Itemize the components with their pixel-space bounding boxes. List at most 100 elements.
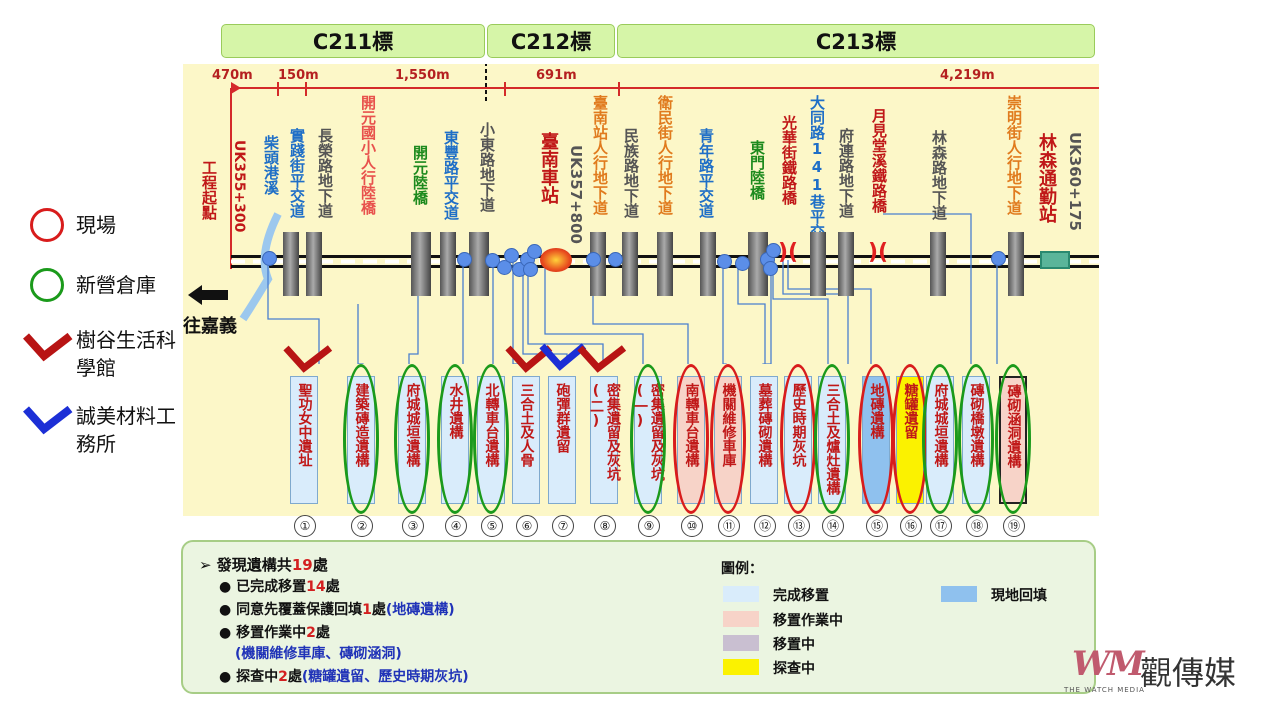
site-number: ① — [294, 515, 316, 537]
site-dot — [763, 261, 778, 276]
arrow-left-icon — [202, 290, 228, 300]
direction-label: 往嘉義 — [183, 316, 237, 337]
site-box[interactable]: 府城城垣遺構 — [926, 376, 954, 504]
site-box[interactable]: 北轉車台遺構 — [477, 376, 505, 504]
legend-swatch — [723, 635, 759, 651]
site-number: ⑪ — [718, 515, 740, 537]
legend-swatch — [723, 586, 759, 602]
site-number: ⑲ — [1003, 515, 1025, 537]
start-label: 工程起點 — [200, 160, 218, 220]
red-check-icon — [283, 345, 333, 373]
site-number: ⑫ — [754, 515, 776, 537]
site-number: ⑧ — [594, 515, 616, 537]
site-dot — [991, 251, 1006, 266]
site-number: ⑥ — [516, 515, 538, 537]
site-box[interactable]: 密集遺留及灰坑(二) — [588, 376, 621, 504]
site-dot — [735, 256, 750, 271]
site-dot — [504, 248, 519, 263]
contract-c213: C213標 — [617, 24, 1095, 58]
site-number: ⑨ — [638, 515, 660, 537]
station-label: 林森路地下道 — [930, 130, 948, 220]
legend-label: 完成移置 — [773, 588, 829, 604]
linsen-station-marker — [1040, 251, 1070, 269]
bridge-marker-icon: )( — [868, 240, 889, 265]
station-label: 衛民街人行地下道 — [656, 95, 674, 215]
site-box[interactable]: 磚砌涵洞遺構 — [999, 376, 1027, 504]
blue-check-icon — [539, 343, 587, 371]
legend-label: 移置作業中 — [773, 613, 843, 629]
site-box[interactable]: 歷史時期灰坑 — [784, 376, 812, 504]
site-dot — [766, 243, 781, 258]
site-dot — [527, 244, 542, 259]
legend-chengmei-label: 誠美材料工務所 — [76, 404, 176, 456]
site-dot — [523, 262, 538, 277]
station-label: 開元國小人行陸橋 — [359, 95, 377, 215]
red-check-icon — [23, 332, 73, 362]
legend-title: 圖例： — [721, 561, 763, 577]
station-label: UK360+175 — [1066, 132, 1084, 231]
site-box[interactable]: 建築磚造遺構 — [347, 376, 375, 504]
site-dot — [262, 251, 277, 266]
summary-line-done: ● 已完成移置14處 — [219, 579, 340, 595]
site-box[interactable]: 磚砌橋墩遺構 — [962, 376, 990, 504]
summary-line-exploring: ● 探查中2處(糖罐遺留、歷史時期灰坑) — [219, 669, 469, 685]
station-label: 東豐路平交道 — [442, 130, 460, 220]
station-label: 青年路平交道 — [697, 128, 715, 218]
legend-onsite-label: 現場 — [76, 213, 116, 237]
station-label: 光華街鐵路橋 — [780, 115, 798, 205]
site-box[interactable]: 機關維修車庫 — [714, 376, 742, 504]
bridge-marker-icon: )( — [778, 240, 799, 265]
summary-panel: ➢ 發現遺構共19處 ● 已完成移置14處 ● 同意先覆蓋保護回填1處(地磚遺構… — [181, 540, 1096, 694]
red-check-icon — [505, 345, 553, 373]
structure-bar — [930, 232, 946, 296]
station-label: 月見堂溪鐵路橋 — [870, 108, 888, 213]
site-dot — [608, 252, 623, 267]
start-km-label: UK355+300 — [231, 140, 247, 233]
structure-bar — [748, 232, 768, 296]
structure-bar — [411, 232, 431, 296]
station-label: 府連路地下道 — [837, 128, 855, 218]
distance-label: 691m — [536, 68, 577, 83]
legend-label: 移置中 — [773, 637, 815, 653]
summary-line-total: ➢ 發現遺構共19處 — [199, 556, 328, 574]
green-circle-icon — [30, 268, 64, 302]
site-box[interactable]: 三合土及爐灶遺構 — [818, 376, 846, 504]
station-label: 開元陸橋 — [411, 145, 429, 205]
legend-label: 現地回填 — [991, 588, 1047, 604]
legend-swatch — [723, 659, 759, 675]
legend-label: 探查中 — [773, 661, 815, 677]
site-number: ③ — [402, 515, 424, 537]
site-box[interactable]: 地磚遺構 — [862, 376, 890, 504]
summary-line-moving: ● 移置作業中2處 — [219, 625, 330, 641]
station-label: UK357+800 — [567, 145, 585, 244]
distance-label: 4,219m — [940, 68, 995, 83]
structure-bar — [700, 232, 716, 296]
site-number: ⑦ — [552, 515, 574, 537]
site-box[interactable]: 糖罐遺留 — [896, 376, 924, 504]
site-box[interactable]: 南轉車台遺構 — [677, 376, 705, 504]
structure-bar — [469, 232, 489, 296]
site-number: ⑮ — [866, 515, 888, 537]
site-box[interactable]: 墓葬磚砌遺構 — [750, 376, 778, 504]
site-box[interactable]: 府城城垣遺構 — [398, 376, 426, 504]
site-box[interactable]: 密集遺留及灰坑(一) — [632, 376, 665, 504]
station-label: 大同路141巷平交道 — [808, 95, 826, 254]
site-dot — [717, 254, 732, 269]
station-label: 崇明街人行地下道 — [1005, 95, 1023, 215]
site-number: ⑱ — [966, 515, 988, 537]
site-box[interactable]: 聖功女中遺址 — [290, 376, 318, 504]
legend-xinying-label: 新營倉庫 — [76, 273, 156, 297]
structure-bar — [810, 232, 826, 296]
site-dot — [586, 252, 601, 267]
site-dot — [457, 252, 472, 267]
site-box[interactable]: 砲彈群遺留 — [548, 376, 576, 504]
site-number: ② — [351, 515, 373, 537]
station-label: 林森通勤站 — [1036, 133, 1057, 223]
site-box[interactable]: 三合土及人骨 — [512, 376, 540, 504]
site-box[interactable]: 水井遺構 — [441, 376, 469, 504]
station-label: 民族路地下道 — [622, 128, 640, 218]
site-number: ④ — [445, 515, 467, 537]
structure-bar — [1008, 232, 1024, 296]
distance-label: 1,550m — [395, 68, 450, 83]
station-label: 柴頭港溪 — [262, 135, 280, 195]
